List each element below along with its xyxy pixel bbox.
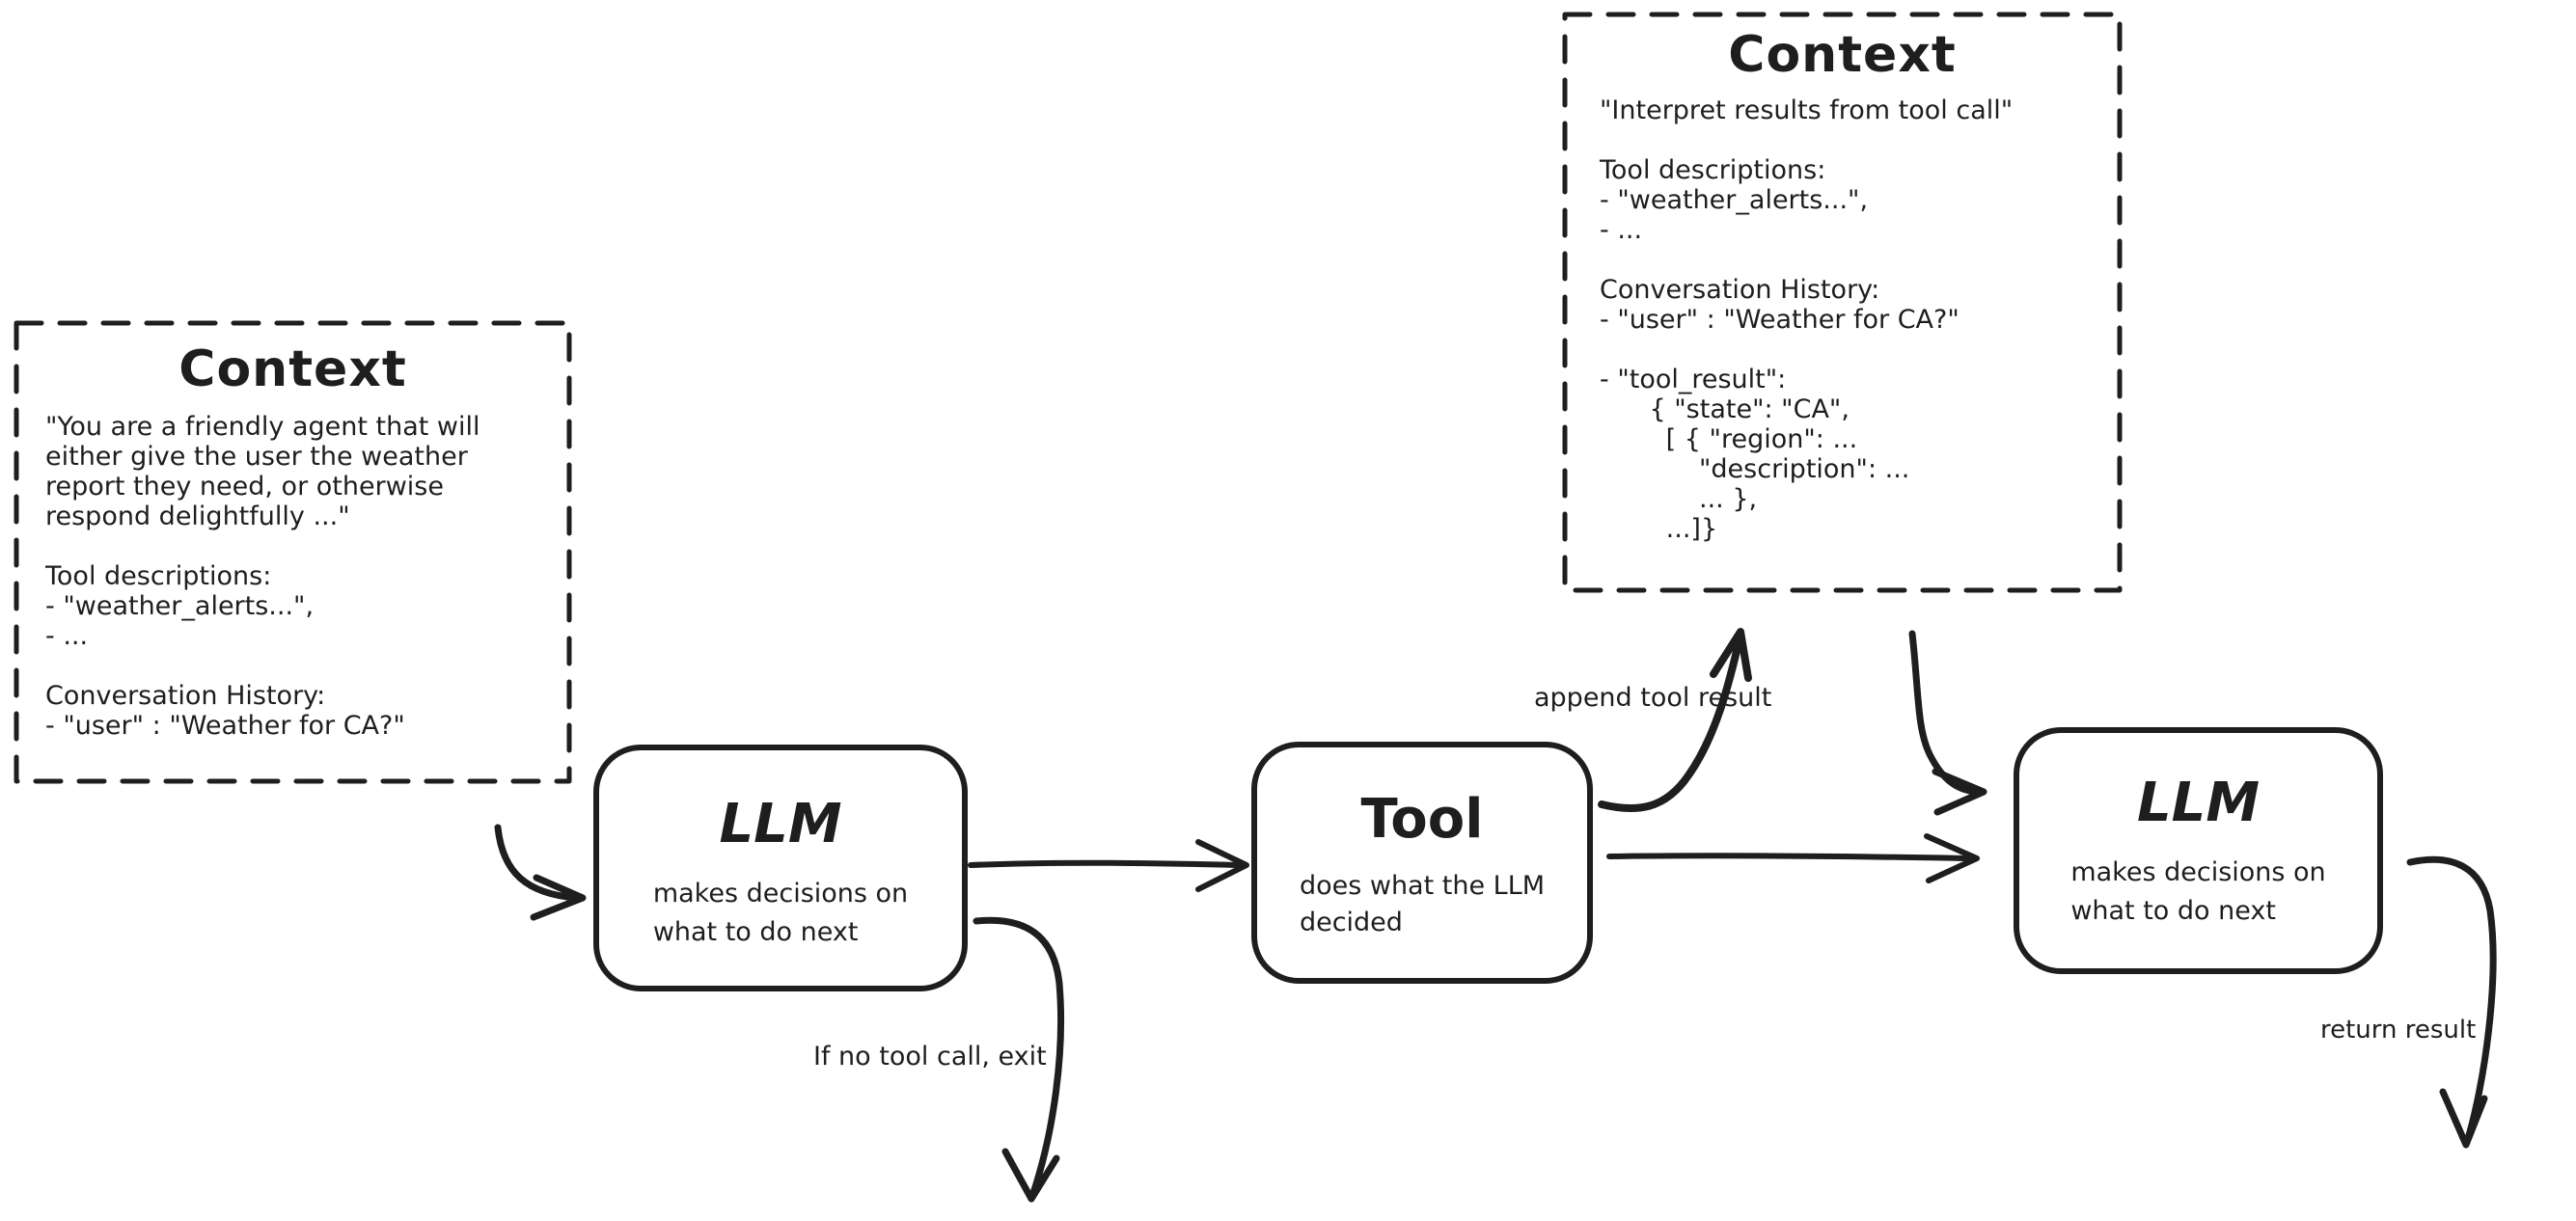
context-right-body: "Interpret results from tool call" Tool … xyxy=(1600,95,2014,544)
llm1-title: LLM xyxy=(719,793,842,855)
llm2-box-border xyxy=(2014,727,2383,974)
arrow-tool-to-llm2 xyxy=(1606,833,1980,883)
tool-subtitle: does what the LLM decided xyxy=(1299,871,1546,937)
tool-box-border xyxy=(1251,742,1593,984)
if-no-tool-call-exit-label: If no tool call, exit xyxy=(813,1042,1047,1072)
llm1-node: LLM makes decisions on what to do next xyxy=(596,747,965,989)
arrow-context-right-to-llm2 xyxy=(1908,630,1987,816)
arrow-llm1-to-tool xyxy=(968,839,1249,892)
arrow-llm2-return xyxy=(2406,855,2497,1149)
context-right-box: Context "Interpret results from tool cal… xyxy=(1565,14,2120,590)
context-left-box: Context "You are a friendly agent that w… xyxy=(16,323,569,781)
llm1-box-border xyxy=(593,745,968,991)
llm2-title: LLM xyxy=(2136,772,2261,834)
context-right-box-border xyxy=(1562,12,2123,593)
arrow-tool-to-context-right xyxy=(1598,628,1752,813)
append-tool-result-label: append tool result xyxy=(1534,683,1772,713)
return-result-label: return result xyxy=(2320,1016,2477,1045)
arrow-llm1-exit xyxy=(973,916,1065,1203)
context-left-body: "You are a friendly agent that will eith… xyxy=(45,412,480,741)
context-left-box-border xyxy=(14,320,572,784)
tool-title: Tool xyxy=(1360,788,1484,851)
llm1-subtitle: makes decisions on what to do next xyxy=(652,879,909,947)
llm2-node: LLM makes decisions on what to do next xyxy=(2016,730,2380,971)
context-right-title: Context xyxy=(1728,26,1957,84)
arrow-context-left-to-llm1 xyxy=(494,824,587,921)
llm2-subtitle: makes decisions on what to do next xyxy=(2070,857,2326,926)
context-left-title: Context xyxy=(178,340,407,398)
tool-node: Tool does what the LLM decided xyxy=(1254,745,1590,981)
